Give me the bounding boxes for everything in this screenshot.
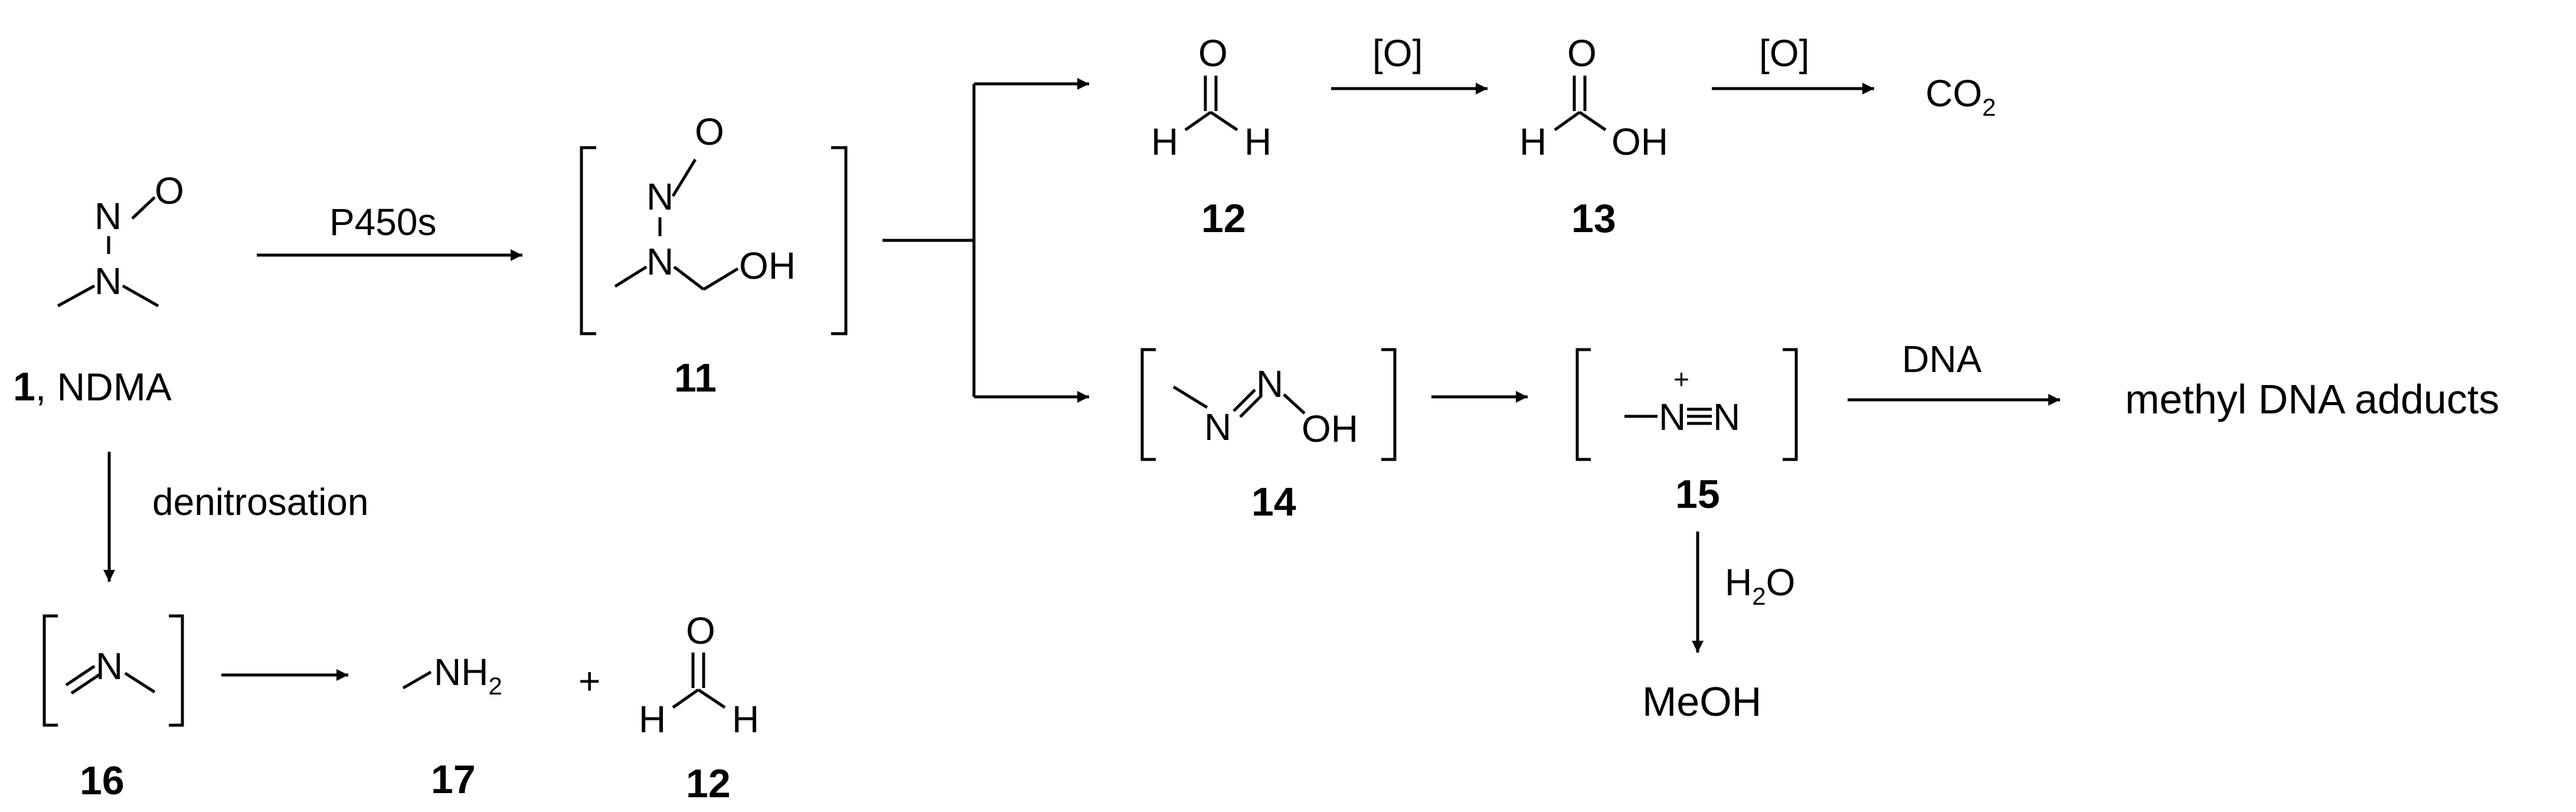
reagent-oxidation: [O]: [1759, 32, 1809, 74]
atom-n: N: [94, 195, 122, 237]
bond-c-h-left: [672, 688, 699, 709]
bond-n-methyl-right: [122, 284, 159, 308]
atom-n: N: [94, 260, 122, 302]
atom-o: O: [1198, 32, 1228, 74]
bond-c-h-right: [1209, 110, 1238, 132]
reagent-dna: DNA: [1902, 338, 1982, 380]
arrow-hydrolysis: H2O: [1692, 531, 1795, 653]
bond-n-ch2: [673, 266, 705, 291]
bond-ch2-oh: [702, 267, 739, 291]
bracket-left: [580, 146, 596, 335]
atom-o: O: [1567, 32, 1597, 74]
atom-h: H: [1244, 120, 1271, 163]
co2-subscript: 2: [1982, 93, 1996, 121]
atom-n: N: [1256, 363, 1283, 405]
arrow-p450: P450s: [257, 201, 522, 261]
reagent-water: H2O: [1725, 561, 1795, 610]
compound-number: 12: [686, 761, 731, 806]
atom-oh: OH: [1302, 407, 1358, 450]
compound-formaldehyde: O H H 12: [1151, 32, 1271, 241]
compound-number: 1: [13, 364, 35, 409]
bracket-right: [1381, 348, 1397, 461]
water-h: H: [1725, 561, 1752, 604]
compound-14: N N OH 14: [1140, 348, 1397, 524]
atom-o: O: [695, 110, 724, 153]
bracket-left: [1140, 348, 1156, 461]
bond-c-h-right: [697, 688, 726, 709]
bond-c-n-double: [65, 664, 96, 687]
methylamine-subscript: 2: [488, 672, 502, 700]
bond-n-n-double: [1233, 389, 1256, 412]
bond-c-h: [1554, 110, 1581, 132]
bond-n-oh: [1283, 393, 1306, 415]
methylamine-nh: NH: [434, 651, 488, 693]
arrow-oxidation-1: [O]: [1331, 32, 1488, 94]
atom-n-plus: N: [1659, 396, 1686, 438]
atom-h: H: [1151, 120, 1178, 163]
water-o: O: [1766, 561, 1796, 604]
compound-number: 13: [1571, 196, 1616, 241]
bond-n-o: [671, 158, 697, 197]
compound-formic-acid: O H OH 13: [1519, 32, 1668, 241]
atom-oh: OH: [739, 244, 796, 287]
compound-ndma: O N N 1, NDMA: [13, 169, 184, 409]
bracket-left: [43, 614, 58, 727]
bond-n-methyl: [124, 671, 156, 694]
bond-c-h-left: [1184, 110, 1212, 132]
arrow-dna: DNA: [1848, 338, 2060, 406]
compound-number: 11: [674, 356, 717, 400]
charge-plus: +: [1673, 364, 1689, 394]
atom-n: N: [646, 175, 674, 218]
bond-methyl-n: [1172, 385, 1208, 409]
compound-number: 17: [431, 757, 476, 802]
arrow-oxidation-2: [O]: [1712, 32, 1874, 94]
atom-n: N: [96, 645, 123, 687]
bond-c-oh: [1578, 110, 1607, 132]
arrow-denitrosation: denitrosation: [103, 452, 368, 582]
compound-11: O N N OH 11: [580, 110, 848, 400]
bracket-right: [169, 614, 184, 727]
atom-o: O: [686, 609, 715, 652]
bracket-left: [1575, 348, 1591, 461]
compound-16: N 16: [43, 614, 184, 803]
atom-h: H: [1519, 120, 1547, 163]
compound-methylamine: NH2 17: [402, 651, 502, 802]
bond-n-methyl-left: [57, 284, 96, 308]
compound-15: + N N 15: [1575, 348, 1798, 517]
methylamine-formula: NH2: [434, 651, 502, 700]
atom-o: O: [155, 169, 184, 212]
product-methanol: MeOH: [1642, 679, 1761, 725]
product-dna-adducts: methyl DNA adducts: [2125, 376, 2499, 422]
bond-n-methyl: [614, 265, 648, 288]
bracket-right: [1783, 348, 1798, 461]
co2-formula: CO2: [1926, 72, 1996, 121]
compound-number: 15: [1675, 472, 1720, 517]
reagent-oxidation: [O]: [1372, 32, 1423, 74]
atom-n: N: [646, 240, 674, 283]
arrow-branch: [882, 78, 1089, 403]
bond-n-o: [131, 196, 156, 220]
compound-label: 1, NDMA: [13, 364, 172, 409]
atom-h: H: [732, 698, 759, 741]
compound-number: 16: [80, 758, 125, 803]
bond-methyl-n: [402, 670, 432, 690]
atom-n: N: [1204, 406, 1231, 448]
atom-n: N: [1713, 396, 1740, 438]
compound-name: , NDMA: [35, 365, 172, 409]
atom-oh: OH: [1611, 120, 1668, 163]
compound-number: 14: [1251, 480, 1296, 524]
compound-formaldehyde-2: O H H 12: [639, 609, 759, 806]
water-subscript: 2: [1752, 582, 1766, 610]
atom-h: H: [639, 698, 666, 741]
reagent-denitrosation: denitrosation: [152, 481, 368, 523]
bond-n-n-double: [1239, 394, 1263, 418]
co2-main: CO: [1926, 72, 1982, 115]
bracket-right: [831, 146, 848, 335]
plus-sign: +: [578, 660, 600, 702]
compound-number: 12: [1201, 196, 1246, 241]
compound-co2: CO2: [1926, 72, 1996, 121]
bond-c-n-double: [70, 673, 101, 695]
reagent-p450: P450s: [329, 201, 436, 243]
